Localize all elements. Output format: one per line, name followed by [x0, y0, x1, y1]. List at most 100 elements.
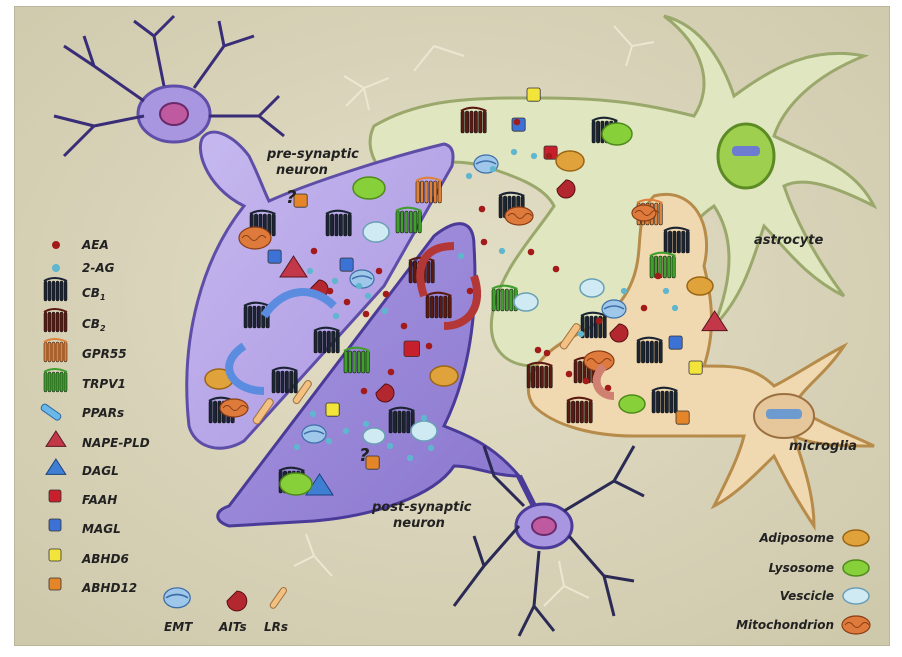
- post-adiposome: [430, 366, 458, 386]
- question-mark-post: ?: [359, 445, 369, 466]
- aea-molecule: [655, 273, 662, 280]
- microglia-emt-transporter: [602, 300, 626, 318]
- 2ag-molecule: [531, 153, 537, 159]
- question-mark-pre: ?: [286, 187, 296, 208]
- pre-vescicle: [363, 222, 389, 242]
- 2ag-molecule: [382, 308, 388, 314]
- 2ag-molecule: [356, 283, 362, 289]
- 2ag-molecule: [428, 445, 434, 451]
- aea-molecule: [479, 206, 486, 213]
- post-neuron-nucleus: [532, 517, 556, 535]
- aea-molecule: [311, 248, 318, 255]
- 2ag-molecule: [663, 288, 669, 294]
- aea-molecule: [566, 371, 573, 378]
- pre-mitochondrion: [239, 227, 271, 249]
- aea-molecule: [546, 153, 553, 160]
- magl-icon: [49, 519, 61, 531]
- pre-mitochondrion-2: [220, 399, 248, 417]
- 2ag-molecule: [365, 293, 371, 299]
- label-post-synaptic: post-synaptic: [371, 500, 472, 515]
- legend-label-gpr55: GPR55: [82, 347, 127, 361]
- 2ag-molecule: [332, 278, 338, 284]
- microglia-magl-enzyme: [669, 336, 682, 349]
- aea-molecule: [553, 266, 560, 273]
- post-abhd6-enzyme: [326, 403, 339, 416]
- abhd6-icon: [49, 549, 61, 561]
- faah-icon: [49, 490, 61, 502]
- legend-label-trpv1: TRPV1: [82, 377, 126, 391]
- microglia-abhd12-enzyme: [676, 411, 689, 424]
- legend-item-lysosome: Lysosome: [769, 560, 869, 576]
- 2ag-molecule: [466, 173, 472, 179]
- aea-molecule: [641, 305, 648, 312]
- post-emt-transporter: [302, 425, 326, 443]
- label-post-neuron: neuron: [393, 516, 445, 531]
- legend-label-ppars: PPARs: [82, 406, 124, 420]
- legend-label-aits: AITs: [218, 620, 247, 634]
- 2ag-molecule: [294, 444, 300, 450]
- 2ag-molecule: [458, 253, 464, 259]
- pre-neuron-nucleus: [160, 103, 188, 125]
- legend-item-mitochondrion: Mitochondrion: [736, 616, 870, 634]
- label-microglia: microglia: [789, 439, 857, 454]
- legend-label-abhd6: ABHD6: [81, 552, 129, 566]
- post-faah-enzyme: [404, 341, 420, 357]
- aea-molecule: [426, 343, 433, 350]
- astro-adiposome: [556, 151, 584, 171]
- legend-sub-cb2: 2: [100, 324, 106, 333]
- aea-molecule: [481, 239, 488, 246]
- microglia-adiposome: [687, 277, 713, 295]
- legend-label-napepld: NAPE-PLD: [82, 436, 150, 450]
- astro-mitochondrion: [505, 207, 533, 225]
- aea-molecule: [401, 323, 408, 330]
- legend-label-aea: AEA: [81, 238, 109, 252]
- microglia-abhd6-enzyme: [689, 361, 702, 374]
- legend-item-vescicle: Vescicle: [780, 588, 869, 604]
- legend-sub-cb1: 1: [100, 293, 106, 302]
- label-pre-synaptic: pre-synaptic: [266, 147, 359, 162]
- microglia-nucleus-dna: [766, 409, 802, 419]
- aea-molecule: [596, 318, 603, 325]
- emt-icon: [164, 588, 190, 608]
- aea-molecule: [344, 299, 351, 306]
- 2ag-molecule: [490, 166, 496, 172]
- aea-molecule: [363, 311, 370, 318]
- legend-label-dagl: DAGL: [82, 464, 119, 478]
- legend-item-adiposome: Adiposome: [759, 530, 869, 546]
- 2ag-molecule: [310, 411, 316, 417]
- legend-label-2ag: 2-AG: [82, 261, 115, 275]
- 2ag-molecule: [499, 248, 505, 254]
- aea-molecule: [544, 350, 551, 357]
- microglia-vescicle: [580, 279, 604, 297]
- legend-label-lysosome: Lysosome: [769, 561, 834, 575]
- 2ag-molecule: [343, 428, 349, 434]
- legend-label-vescicle: Vescicle: [780, 589, 834, 603]
- aea-molecule: [583, 378, 590, 385]
- aea-molecule: [376, 268, 383, 275]
- 2ag-molecule: [363, 421, 369, 427]
- aea-molecule: [514, 119, 521, 126]
- 2ag-molecule: [421, 415, 427, 421]
- legend-label-mitochondrion: Mitochondrion: [736, 618, 834, 632]
- label-astrocyte: astrocyte: [754, 233, 823, 248]
- diagram-svg: pre-synaptic neuron post-synaptic neuron…: [14, 6, 890, 646]
- astro-abhd6-enzyme: [527, 88, 540, 101]
- aea-molecule: [467, 288, 474, 295]
- legend-label-faah: FAAH: [82, 493, 117, 507]
- 2ag-molecule: [307, 268, 313, 274]
- 2ag-molecule: [578, 331, 584, 337]
- legend-label-abhd12: ABHD12: [81, 581, 137, 595]
- aea-molecule: [327, 288, 334, 295]
- vescicle-icon: [843, 588, 869, 604]
- microglia-lysosome: [619, 395, 645, 413]
- 2ag-molecule: [407, 455, 413, 461]
- 2ag-icon: [52, 264, 60, 272]
- mitochondrion-icon: [842, 616, 870, 634]
- astro-vescicle: [514, 293, 538, 311]
- 2ag-molecule: [511, 149, 517, 155]
- lysosome-icon: [843, 560, 869, 576]
- pre-lysosome: [353, 177, 385, 199]
- adiposome-icon: [843, 530, 869, 546]
- 2ag-molecule: [621, 288, 627, 294]
- post-vescicle: [411, 421, 437, 441]
